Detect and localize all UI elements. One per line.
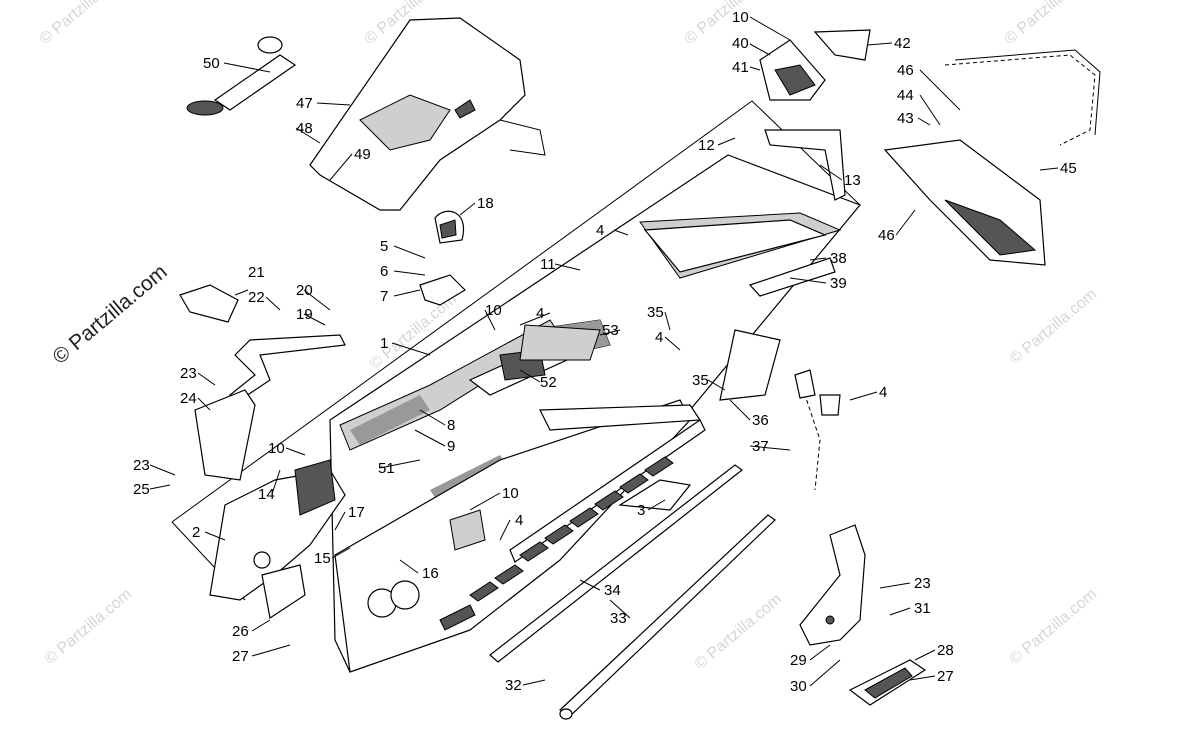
callout-47: 47 [296,95,313,112]
callout-48: 48 [296,120,313,137]
seat [309,17,546,211]
callout-20: 20 [296,282,313,299]
callout-50: 50 [203,55,220,72]
callout-4: 4 [879,384,887,401]
callout-30: 30 [790,678,807,695]
callout-23: 23 [914,575,931,592]
callout-45: 45 [1060,160,1077,177]
callout-9: 9 [447,438,455,455]
callout-23: 23 [133,457,150,474]
callout-17: 17 [348,504,365,521]
callout-14: 14 [258,486,275,503]
callout-21: 21 [248,264,265,281]
watermark-text: © Partzilla.com [42,586,136,668]
watermark-text: © Partzilla.com [37,0,131,48]
callout-labels: 50 47 48 49 10 40 41 42 46 44 43 45 46 1… [133,9,1077,695]
callout-10: 10 [732,9,749,26]
callout-37: 37 [752,438,769,455]
leader-lines [149,16,1059,687]
fuel-sender [186,36,297,116]
callout-18: 18 [477,195,494,212]
callout-1: 1 [380,335,388,352]
callout-51: 51 [378,460,395,477]
step-28 [848,659,927,706]
callout-7: 7 [380,288,388,305]
callout-46: 46 [878,227,895,244]
callout-29: 29 [790,652,807,669]
callout-10: 10 [502,485,519,502]
callout-11: 11 [540,256,556,273]
callout-3: 3 [637,502,645,519]
callout-42: 42 [894,35,911,52]
bracket-7 [419,274,466,306]
callout-23: 23 [180,365,197,382]
callout-15: 15 [314,550,331,567]
watermark-text: © Partzilla.com [682,0,776,48]
watermark-brand: © Partzilla.com [48,260,171,369]
watermark-text: © Partzilla.com [1007,586,1101,668]
watermark-text: © Partzilla.com [1007,286,1101,368]
callout-27: 27 [937,668,954,685]
grab-handle [228,334,346,401]
callout-34: 34 [604,582,621,599]
watermark-text: © Partzilla.com [692,591,786,673]
callout-8: 8 [447,417,455,434]
callout-43: 43 [897,110,914,127]
side-panel [334,399,706,673]
callout-10: 10 [268,440,285,457]
callout-25: 25 [133,481,150,498]
callout-10: 10 [485,302,502,319]
callout-44: 44 [897,87,914,104]
front-bulkhead [209,459,346,619]
callout-40: 40 [732,35,749,52]
callout-5: 5 [380,238,388,255]
callout-39: 39 [830,275,847,292]
callout-27: 27 [232,648,249,665]
callout-4: 4 [655,329,663,346]
callout-31: 31 [914,600,931,617]
callout-16: 16 [422,565,439,582]
callout-26: 26 [232,623,249,640]
callout-41: 41 [732,59,749,76]
callout-35: 35 [692,372,709,389]
watermark-text: © Partzilla.com [1002,0,1096,48]
callout-33: 33 [610,610,627,627]
callout-24: 24 [180,390,197,407]
runner-assembly [719,329,841,491]
footrest-plate [799,524,866,646]
callout-49: 49 [354,146,371,163]
callout-46: 46 [897,62,914,79]
callout-28: 28 [937,642,954,659]
callout-22: 22 [248,289,265,306]
bracket-3 [618,479,692,511]
callout-4: 4 [596,222,604,239]
callout-4: 4 [536,305,544,322]
mud-flap-bracket [194,389,256,481]
callout-13: 13 [844,172,861,189]
callout-52: 52 [540,374,557,391]
tail-light [434,210,465,244]
rear-bumper [764,49,1101,266]
mat-53 [519,324,601,361]
callout-35: 35 [647,304,664,321]
callout-2: 2 [192,524,200,541]
callout-6: 6 [380,263,388,280]
callout-32: 32 [505,677,522,694]
rails [489,464,776,720]
cover-21 [179,284,239,323]
heat-exchanger-fins [469,456,674,602]
callout-19: 19 [296,306,313,323]
top-brackets [759,29,871,101]
callout-36: 36 [752,412,769,429]
callout-38: 38 [830,250,847,267]
callout-4: 4 [515,512,523,529]
callout-12: 12 [698,137,715,154]
callout-53: 53 [602,322,619,339]
